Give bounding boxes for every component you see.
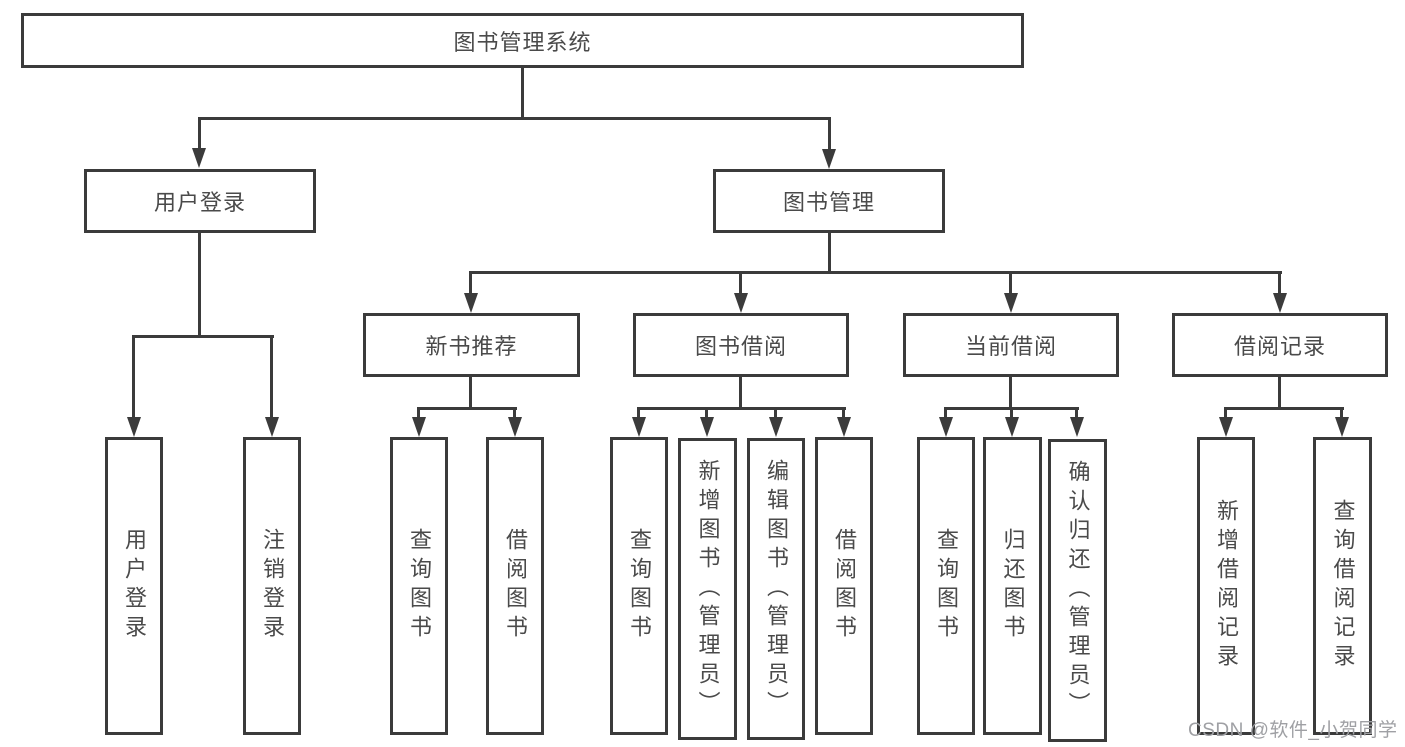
connector-line xyxy=(774,407,777,419)
node-library-management-system: 图书管理系统 xyxy=(21,13,1024,68)
node-label: 借阅记录 xyxy=(1233,334,1326,359)
node-label: 图书管理系统 xyxy=(453,29,592,55)
connector-line xyxy=(637,407,846,410)
connector-line xyxy=(739,271,742,295)
connector-line xyxy=(1075,407,1078,419)
connector-line xyxy=(1224,407,1227,419)
node-label: 图书借阅 xyxy=(694,334,787,359)
connector-line xyxy=(1278,271,1281,295)
node-label: 借阅图书 xyxy=(832,528,857,644)
node-label: 注销登录 xyxy=(260,528,285,644)
arrow-down-icon xyxy=(412,417,426,437)
node-leaf-add-borrow-record: 新增借阅记录 xyxy=(1197,437,1255,735)
connector-line xyxy=(469,377,472,407)
connector-line xyxy=(828,233,831,271)
node-label: 用户登录 xyxy=(122,528,147,644)
node-label: 编辑图书（管理员） xyxy=(764,458,789,720)
connector-line xyxy=(842,407,845,419)
node-leaf-query-borrow-record: 查询借阅记录 xyxy=(1313,437,1372,735)
arrow-down-icon xyxy=(769,417,783,437)
connector-line xyxy=(132,335,135,419)
connector-line xyxy=(198,117,831,120)
arrow-down-icon xyxy=(939,417,953,437)
connector-line xyxy=(198,117,201,150)
node-leaf-return-books: 归还图书 xyxy=(983,437,1042,735)
connector-line xyxy=(417,407,420,419)
connector-line xyxy=(1278,377,1281,407)
node-label: 查询借阅记录 xyxy=(1330,499,1356,673)
arrow-down-icon xyxy=(837,417,851,437)
node-new-book-recommend: 新书推荐 xyxy=(363,313,580,377)
connector-line xyxy=(513,407,516,419)
node-label: 新书推荐 xyxy=(425,334,518,359)
connector-line xyxy=(637,407,640,419)
node-label: 图书管理 xyxy=(782,190,875,215)
node-label: 用户登录 xyxy=(153,190,246,215)
connector-line xyxy=(828,117,831,151)
arrow-down-icon xyxy=(127,417,141,437)
node-label: 查询图书 xyxy=(627,528,652,644)
connector-line xyxy=(1224,407,1344,410)
connector-line xyxy=(1009,271,1012,295)
connector-line xyxy=(944,407,947,419)
arrow-down-icon xyxy=(1005,417,1019,437)
node-book-borrowing: 图书借阅 xyxy=(633,313,849,377)
arrow-down-icon xyxy=(265,417,279,437)
arrow-down-icon xyxy=(822,149,836,169)
node-label: 查询图书 xyxy=(934,528,959,644)
node-book-management: 图书管理 xyxy=(713,169,945,233)
connector-line xyxy=(469,271,1282,274)
node-label: 确认归还（管理员） xyxy=(1065,460,1091,721)
node-borrowing-records: 借阅记录 xyxy=(1172,313,1388,377)
connector-line xyxy=(198,233,201,335)
connector-line xyxy=(739,377,742,407)
node-label: 查询图书 xyxy=(407,528,432,644)
arrow-down-icon xyxy=(1219,417,1233,437)
arrow-down-icon xyxy=(1070,417,1084,437)
node-leaf-borrow-books-1: 借阅图书 xyxy=(486,437,544,735)
node-user-login: 用户登录 xyxy=(84,169,316,233)
node-current-borrowing: 当前借阅 xyxy=(903,313,1119,377)
connector-line xyxy=(469,271,472,295)
node-label: 借阅图书 xyxy=(503,528,528,644)
connector-line xyxy=(270,335,273,419)
node-leaf-query-books-1: 查询图书 xyxy=(390,437,448,735)
arrow-down-icon xyxy=(1004,293,1018,313)
connector-line xyxy=(521,68,524,117)
connector-line xyxy=(417,407,517,410)
node-leaf-confirm-return-admin: 确认归还（管理员） xyxy=(1048,439,1107,742)
arrow-down-icon xyxy=(1273,293,1287,313)
node-leaf-borrow-books-2: 借阅图书 xyxy=(815,437,873,735)
node-leaf-query-books-2: 查询图书 xyxy=(610,437,668,735)
node-label: 新增借阅记录 xyxy=(1214,499,1239,673)
arrow-down-icon xyxy=(734,293,748,313)
connector-line xyxy=(1009,377,1012,407)
connector-line xyxy=(1340,407,1343,419)
csdn-watermark: CSDN @软件_小贺同学 xyxy=(1188,720,1398,741)
arrow-down-icon xyxy=(508,417,522,437)
connector-line xyxy=(1010,407,1013,419)
arrow-down-icon xyxy=(192,148,206,168)
node-label: 当前借阅 xyxy=(964,334,1057,359)
node-label: 新增图书（管理员） xyxy=(695,458,721,720)
arrow-down-icon xyxy=(1335,417,1349,437)
connector-line xyxy=(132,335,274,338)
connector-line xyxy=(705,407,708,419)
node-leaf-query-books-3: 查询图书 xyxy=(917,437,975,735)
node-label: 归还图书 xyxy=(1000,528,1026,644)
node-leaf-edit-book-admin: 编辑图书（管理员） xyxy=(747,438,805,740)
arrow-down-icon xyxy=(464,293,478,313)
arrow-down-icon xyxy=(700,417,714,437)
arrow-down-icon xyxy=(632,417,646,437)
node-leaf-add-book-admin: 新增图书（管理员） xyxy=(678,438,737,740)
node-leaf-logout: 注销登录 xyxy=(243,437,301,735)
node-leaf-user-login: 用户登录 xyxy=(105,437,163,735)
